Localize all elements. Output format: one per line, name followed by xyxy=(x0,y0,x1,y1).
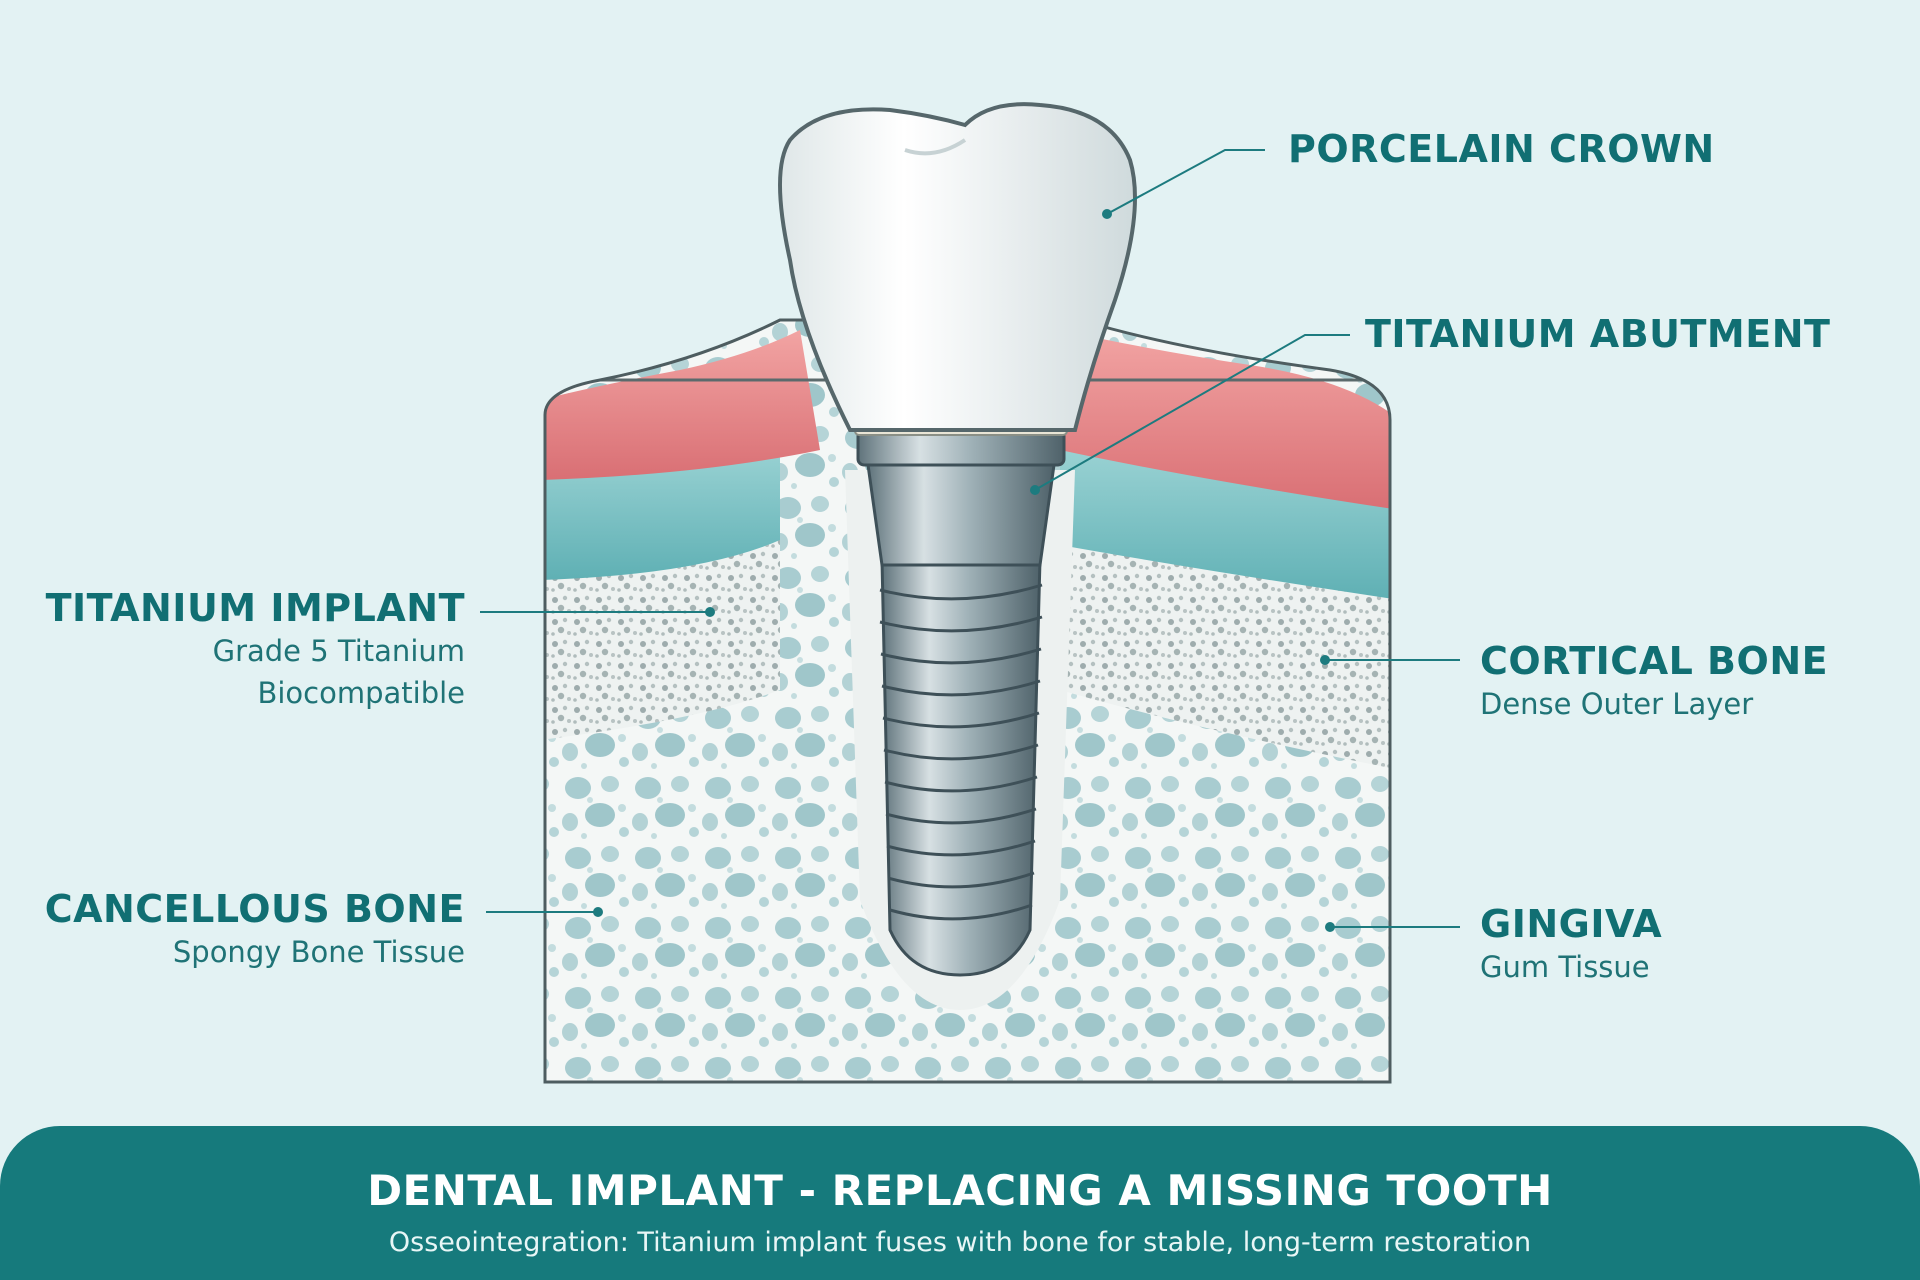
footer-title: DENTAL IMPLANT - REPLACING A MISSING TOO… xyxy=(367,1166,1553,1215)
footer-subtitle: Osseointegration: Titanium implant fuses… xyxy=(388,1227,1532,1258)
label-sub: Grade 5 Titanium xyxy=(212,634,465,668)
label-titanium-implant: TITANIUM IMPLANT Grade 5 Titanium Biocom… xyxy=(46,586,465,714)
footer-banner: DENTAL IMPLANT - REPLACING A MISSING TOO… xyxy=(0,1126,1920,1280)
label-title: CANCELLOUS BONE xyxy=(44,887,465,931)
label-title: GINGIVA xyxy=(1480,902,1663,946)
abutment xyxy=(854,424,1068,567)
label-sub: Dense Outer Layer xyxy=(1480,687,1754,721)
label-sub: Gum Tissue xyxy=(1480,950,1650,984)
label-titanium-abutment: TITANIUM ABUTMENT xyxy=(1365,312,1830,356)
label-porcelain-crown: PORCELAIN CROWN xyxy=(1288,127,1715,171)
label-title: PORCELAIN CROWN xyxy=(1288,127,1715,171)
implant-screw xyxy=(879,558,1043,977)
leader-crown xyxy=(1106,149,1265,215)
label-title: TITANIUM IMPLANT xyxy=(45,586,465,630)
label-cortical-bone: CORTICAL BONE Dense Outer Layer xyxy=(1480,639,1828,725)
label-title: CORTICAL BONE xyxy=(1480,639,1829,683)
crown xyxy=(778,102,1137,432)
label-cancellous-bone: CANCELLOUS BONE Spongy Bone Tissue xyxy=(45,887,465,973)
label-gingiva: GINGIVA Gum Tissue xyxy=(1480,902,1662,988)
label-sub: Spongy Bone Tissue xyxy=(172,935,465,969)
label-title: TITANIUM ABUTMENT xyxy=(1365,312,1831,356)
label-sub: Biocompatible xyxy=(257,676,465,710)
leader-abutment xyxy=(1034,334,1350,491)
